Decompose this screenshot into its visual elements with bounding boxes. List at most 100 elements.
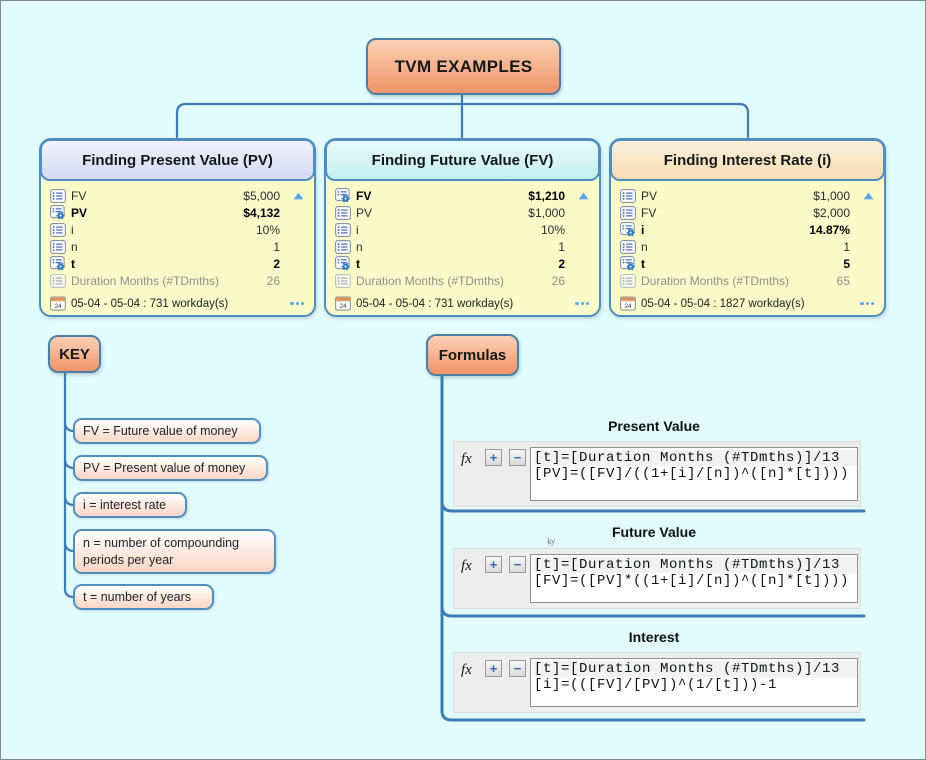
- stray-mark: ky: [546, 535, 556, 547]
- key-item[interactable]: t = number of years: [73, 584, 214, 610]
- formula-line: [t]=[Duration Months (#TDmths)]/13: [534, 557, 857, 573]
- field-value: 1: [558, 239, 565, 254]
- list-icon[interactable]: [50, 222, 66, 237]
- formula-editor-panel: fx +−[t]=[Duration Months (#TDmths)]/13[F…: [453, 548, 861, 609]
- list-icon[interactable]: [620, 205, 636, 220]
- formula-gear-icon[interactable]: [620, 255, 636, 272]
- field-label: FV: [71, 188, 87, 203]
- list-icon[interactable]: [335, 222, 351, 237]
- formula-text-area[interactable]: [t]=[Duration Months (#TDmths)]/13[FV]=(…: [530, 554, 858, 603]
- field-value: 2: [558, 256, 565, 271]
- more-options-icon[interactable]: [860, 301, 874, 306]
- field-label: PV: [641, 188, 658, 203]
- list-icon[interactable]: [50, 273, 66, 288]
- list-icon[interactable]: [50, 188, 66, 203]
- fx-icon: fx: [461, 662, 472, 678]
- list-icon[interactable]: [50, 239, 66, 254]
- remove-formula-button[interactable]: −: [509, 556, 526, 573]
- formula-title[interactable]: Present Value: [608, 418, 700, 434]
- fx-icon: fx: [461, 558, 472, 574]
- field-label: FV: [356, 188, 372, 203]
- collapse-arrow-icon[interactable]: [578, 192, 589, 200]
- calendar-icon[interactable]: 24: [335, 296, 351, 311]
- svg-text:24: 24: [54, 303, 62, 310]
- field-label: PV: [356, 205, 373, 220]
- key-item[interactable]: FV = Future value of money: [73, 418, 261, 444]
- formula-gear-icon[interactable]: [50, 204, 66, 221]
- field-label: t: [71, 256, 75, 271]
- formula-text-area[interactable]: [t]=[Duration Months (#TDmths)]/13[i]=((…: [530, 658, 858, 707]
- field-value: 26: [266, 273, 280, 288]
- field-label: n: [641, 239, 648, 254]
- formula-title[interactable]: Interest: [628, 629, 680, 645]
- field-value: 10%: [540, 222, 565, 237]
- more-options-icon[interactable]: [290, 301, 304, 306]
- formula-gear-icon[interactable]: [50, 255, 66, 272]
- formula-gear-icon[interactable]: [335, 187, 351, 204]
- card-title[interactable]: Finding Interest Rate (i): [610, 139, 885, 181]
- calendar-icon[interactable]: 24: [50, 296, 66, 311]
- field-label: PV: [71, 205, 88, 220]
- add-formula-button[interactable]: +: [485, 660, 502, 677]
- field-row: FV$1,210: [335, 187, 591, 204]
- date-range-text: 05-04 - 05-04 : 731 workday(s): [71, 297, 229, 310]
- list-icon[interactable]: [620, 239, 636, 254]
- card-title[interactable]: Finding Future Value (FV): [325, 139, 600, 181]
- collapse-arrow-icon[interactable]: [293, 192, 304, 200]
- field-row: FV$2,000: [620, 204, 876, 221]
- field-value: 1: [843, 239, 850, 254]
- collapse-arrow-icon[interactable]: [863, 192, 874, 200]
- field-row: Duration Months (#TDmths)65: [620, 272, 876, 289]
- field-value: 2: [273, 256, 280, 271]
- list-icon[interactable]: [620, 273, 636, 288]
- formula-text-area[interactable]: [t]=[Duration Months (#TDmths)]/13[PV]=(…: [530, 447, 858, 501]
- field-value: 26: [551, 273, 565, 288]
- field-value: 10%: [255, 222, 280, 237]
- field-value: $1,000: [528, 205, 565, 220]
- key-item[interactable]: PV = Present value of money: [73, 455, 268, 481]
- field-value: 14.87%: [809, 222, 850, 237]
- remove-formula-button[interactable]: −: [509, 449, 526, 466]
- formulas-node[interactable]: Formulas: [426, 334, 519, 376]
- more-options-icon[interactable]: [575, 301, 589, 306]
- formula-title[interactable]: Future Value: [611, 524, 697, 540]
- list-icon[interactable]: [335, 239, 351, 254]
- remove-formula-button[interactable]: −: [509, 660, 526, 677]
- key-node[interactable]: KEY: [48, 335, 101, 373]
- root-node-tvm-examples[interactable]: TVM EXAMPLES: [366, 38, 561, 95]
- formula-line: [PV]=([FV]/((1+[i]/[n])^([n]*[t]))): [534, 466, 850, 482]
- add-formula-button[interactable]: +: [485, 449, 502, 466]
- key-item[interactable]: n = number of compounding periods per ye…: [73, 529, 276, 574]
- card-title[interactable]: Finding Present Value (PV): [40, 139, 315, 181]
- calendar-icon[interactable]: 24: [620, 296, 636, 311]
- list-icon[interactable]: [335, 273, 351, 288]
- key-item[interactable]: i = interest rate: [73, 492, 187, 518]
- field-row: FV$5,000: [50, 187, 306, 204]
- field-label: i: [71, 222, 74, 237]
- date-range-row: 24 05-04 - 05-04 : 731 workday(s): [50, 294, 306, 313]
- svg-text:24: 24: [339, 303, 347, 310]
- formula-line: [t]=[Duration Months (#TDmths)]/13: [534, 450, 857, 466]
- list-icon[interactable]: [335, 205, 351, 220]
- formula-gear-icon[interactable]: [335, 255, 351, 272]
- field-value: $4,132: [243, 205, 280, 220]
- list-icon[interactable]: [620, 188, 636, 203]
- field-label: Duration Months (#TDmths): [641, 273, 790, 288]
- formula-gear-icon[interactable]: [620, 221, 636, 238]
- field-label: Duration Months (#TDmths): [71, 273, 220, 288]
- add-formula-button[interactable]: +: [485, 556, 502, 573]
